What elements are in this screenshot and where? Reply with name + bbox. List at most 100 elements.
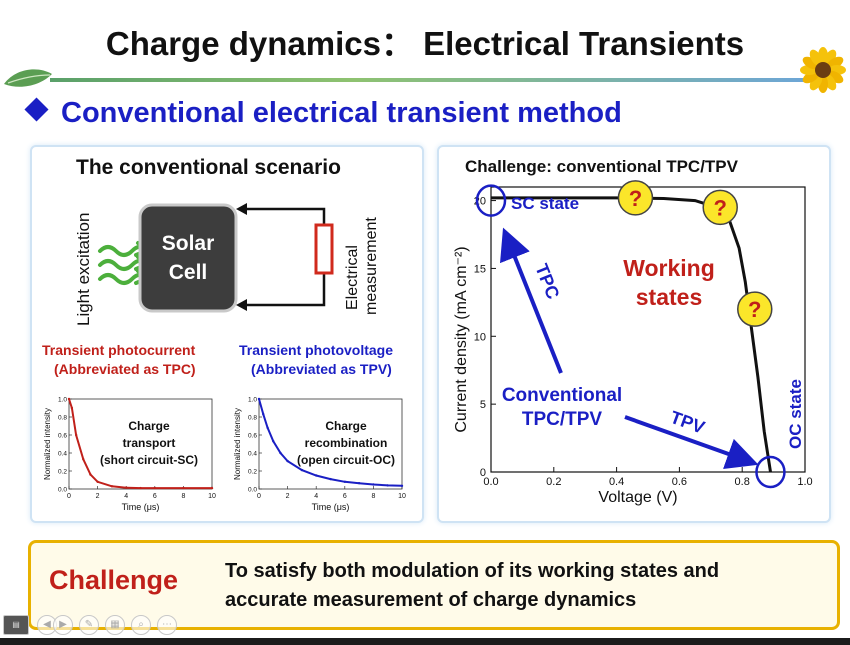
circuit-wires bbox=[244, 207, 326, 307]
zoom-icon[interactable]: ⌕ bbox=[131, 615, 151, 635]
challenge-line-1: To satisfy both modulation of its workin… bbox=[225, 560, 720, 582]
jv-ytick-label: 5 bbox=[480, 399, 486, 411]
tpc-xtick-label: 4 bbox=[124, 493, 128, 500]
jv-xtick-label: 0.4 bbox=[609, 476, 624, 488]
tpv-decay-curve bbox=[258, 398, 403, 487]
tpc-ylabel: Normalized intensity bbox=[43, 408, 52, 480]
tpv-note-line: recombination bbox=[305, 436, 388, 450]
question-mark-text: ? bbox=[629, 186, 642, 211]
jv-ytick-label: 0 bbox=[480, 467, 486, 479]
tpv-ytick-label: 0.2 bbox=[248, 469, 257, 476]
tpv-xtick-label: 4 bbox=[314, 493, 318, 500]
pen-tool-icon[interactable]: ✎ bbox=[79, 615, 99, 635]
tpv-data-point bbox=[286, 459, 289, 463]
question-mark-icon bbox=[737, 291, 773, 327]
solar-cell-label-line1: Solar bbox=[162, 232, 215, 255]
jv-ytick-label: 15 bbox=[474, 263, 486, 275]
oc-state-marker bbox=[755, 455, 786, 489]
tpv-data-point bbox=[315, 474, 318, 477]
jv-xtick-label: 0.8 bbox=[735, 476, 750, 488]
jv-xtick-label: 0.0 bbox=[483, 476, 498, 488]
resistor-icon bbox=[314, 223, 334, 275]
tpc-note-line: Charge bbox=[128, 419, 170, 433]
tpv-data-point bbox=[400, 484, 404, 488]
diamond-bullet-icon bbox=[24, 97, 49, 122]
tpv-ytick-label: 0.0 bbox=[248, 487, 257, 494]
next-slide-icon[interactable]: ▶ bbox=[53, 615, 73, 635]
tpc-data-point bbox=[70, 406, 74, 410]
tpv-ytick-label: 1.0 bbox=[248, 397, 257, 404]
tpc-data-point bbox=[74, 433, 78, 437]
tpv-data-point bbox=[343, 480, 346, 483]
tpv-arrow bbox=[624, 415, 759, 469]
conventional-label-line1: Conventional bbox=[502, 385, 622, 406]
conventional-label-line2: TPC/TPV bbox=[522, 409, 603, 430]
slide-thumb-icon[interactable]: ▤ bbox=[3, 615, 29, 635]
tpv-data-point bbox=[257, 397, 261, 401]
prev-slide-icon[interactable]: ◀ bbox=[37, 615, 57, 635]
tpc-data-point bbox=[67, 397, 71, 401]
tpc-data-point bbox=[125, 486, 128, 489]
light-excitation-label: Light excitation bbox=[74, 213, 93, 326]
jv-xlabel: Voltage (V) bbox=[598, 489, 677, 506]
tpc-ytick-label: 1.0 bbox=[58, 397, 67, 404]
slides-grid-icon[interactable]: ▦ bbox=[105, 615, 125, 635]
tpc-ytick-label: 0.4 bbox=[58, 451, 67, 458]
tpc-title: Transient photocurrent bbox=[42, 342, 196, 358]
tpc-xtick-label: 10 bbox=[208, 493, 216, 500]
conventional-scenario-panel: The conventional scenario Light excitati… bbox=[30, 145, 424, 523]
challenge-label: Challenge bbox=[49, 565, 179, 595]
tpc-ytick-label: 0.6 bbox=[58, 433, 67, 440]
jv-ylabel: Current density (mA cm⁻²) bbox=[453, 246, 470, 432]
tpc-decay-curve bbox=[68, 398, 212, 490]
challenge-line-2: accurate measurement of charge dynamics bbox=[225, 589, 637, 611]
jv-xtick-label: 0.2 bbox=[546, 476, 561, 488]
tpv-data-point bbox=[372, 483, 375, 486]
oc-state-label: OC state bbox=[786, 379, 805, 449]
tpv-xlabel: Time (μs) bbox=[312, 502, 350, 512]
wire-arrow-top-icon bbox=[236, 203, 247, 215]
tpc-arrow bbox=[500, 227, 563, 374]
electrical-measurement-line1: Electrical bbox=[344, 245, 361, 310]
tpc-ytick-label: 0.0 bbox=[58, 487, 67, 494]
jv-ytick-label: 20 bbox=[474, 196, 486, 208]
slide-title: Charge dynamics： Electrical Transients bbox=[105, 25, 745, 62]
tpc-data-point bbox=[96, 480, 99, 483]
tpc-data-point bbox=[139, 486, 142, 490]
sc-state-label: SC state bbox=[511, 194, 579, 213]
tpv-xtick-label: 0 bbox=[257, 493, 261, 500]
tpc-arrow-label: TPC bbox=[531, 261, 563, 302]
working-states-line1: Working bbox=[623, 255, 715, 281]
tpv-data-point bbox=[329, 477, 332, 481]
solar-cell-label-line2: Cell bbox=[169, 261, 208, 284]
tpv-ytick-label: 0.8 bbox=[248, 415, 257, 422]
challenge-text: To satisfy both modulation of its workin… bbox=[225, 557, 719, 615]
tpv-data-point bbox=[357, 481, 361, 485]
tpc-xtick-label: 0 bbox=[67, 493, 71, 500]
tpv-xtick-label: 8 bbox=[371, 493, 375, 500]
left-panel-title: The conventional scenario bbox=[76, 156, 341, 179]
right-panel-title: Challenge: conventional TPC/TPV bbox=[465, 157, 738, 176]
tpv-data-point bbox=[300, 468, 304, 472]
more-options-icon[interactable]: ⋯ bbox=[157, 615, 177, 635]
tpc-data-point bbox=[110, 485, 114, 488]
tpc-data-point bbox=[182, 486, 185, 490]
tpv-title: Transient photovoltage bbox=[239, 342, 394, 358]
screen-bottom-bar bbox=[0, 638, 850, 645]
wire-arrow-bottom-icon bbox=[236, 299, 247, 311]
working-states-line2: states bbox=[636, 284, 702, 310]
tpv-plot-frame bbox=[258, 398, 403, 490]
tpv-xtick-label: 2 bbox=[286, 493, 290, 500]
jv-xtick-label: 0.6 bbox=[672, 476, 687, 488]
sunflower-icon bbox=[800, 47, 846, 93]
jv-xtick-label: 1.0 bbox=[797, 476, 812, 488]
tpc-note-line: (short circuit-SC) bbox=[100, 453, 198, 467]
tpc-abbrev: (Abbreviated as TPC) bbox=[54, 361, 196, 377]
tpv-note-line: Charge bbox=[325, 419, 367, 433]
tpc-note-line: transport bbox=[123, 436, 176, 450]
question-mark-text: ? bbox=[748, 297, 761, 322]
